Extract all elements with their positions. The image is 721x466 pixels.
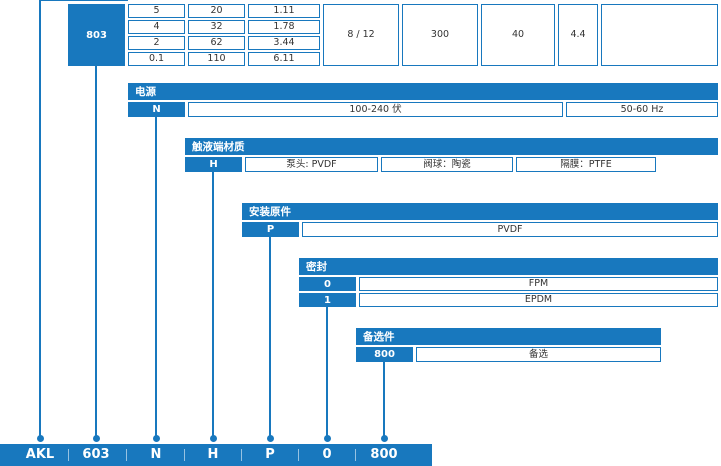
power-frequency: 50-60 Hz <box>566 102 718 117</box>
table-cell-merged: 40 <box>481 4 555 66</box>
section-header-wetted: 触液端材质 <box>185 138 718 155</box>
connector-dot <box>153 435 160 442</box>
connector-line-h <box>212 172 214 437</box>
connector-line-akl <box>39 0 41 437</box>
table-cell: 1.11 <box>248 4 320 18</box>
wetted-valve-ball: 阀球：陶瓷 <box>381 157 513 172</box>
table-cell: 6.11 <box>248 52 320 66</box>
connector-dot <box>267 435 274 442</box>
connector-dot <box>37 435 44 442</box>
identity-bar-divider <box>126 449 127 461</box>
identity-item-akl: AKL <box>25 447 55 462</box>
section-header-seal: 密封 <box>299 258 718 275</box>
connector-line-p <box>269 237 271 437</box>
mounting-code: P <box>242 222 299 237</box>
connector-line-800 <box>383 362 385 437</box>
section-header-accessories: 备选件 <box>356 328 661 345</box>
identity-item-p: P <box>265 447 275 462</box>
section-header-power: 电源 <box>128 83 718 100</box>
table-cell: 4 <box>128 20 185 34</box>
connector-dot <box>324 435 331 442</box>
identity-bar-divider <box>355 449 356 461</box>
seal-code-0: 0 <box>299 277 356 291</box>
table-cell: 20 <box>188 4 245 18</box>
table-cell: 0.1 <box>128 52 185 66</box>
seal-value-epdm: EPDM <box>359 293 718 307</box>
identity-bar-divider <box>241 449 242 461</box>
identity-item-603: 603 <box>82 447 110 462</box>
identity-bar-divider <box>298 449 299 461</box>
table-cell: 32 <box>188 20 245 34</box>
wetted-diaphragm: 隔膜：PTFE <box>516 157 656 172</box>
wetted-code: H <box>185 157 242 172</box>
accessories-value: 备选 <box>416 347 661 362</box>
table-cell: 3.44 <box>248 36 320 50</box>
identity-item-0: 0 <box>322 447 332 462</box>
wetted-pump-head: 泵头: PVDF <box>245 157 378 172</box>
connector-dot <box>210 435 217 442</box>
connector-line-603 <box>95 66 97 437</box>
mounting-material: PVDF <box>302 222 718 237</box>
table-cell: 5 <box>128 4 185 18</box>
identity-item-h: H <box>207 447 219 462</box>
power-voltage: 100-240 伏 <box>188 102 563 117</box>
pump-type-code: 803 <box>68 4 125 66</box>
section-header-mounting: 安装原件 <box>242 203 718 220</box>
table-cell-merged: 300 <box>402 4 478 66</box>
power-code: N <box>128 102 185 117</box>
accessories-code: 800 <box>356 347 413 362</box>
connector-line-0 <box>326 307 328 437</box>
seal-code-1: 1 <box>299 293 356 307</box>
table-cell: 110 <box>188 52 245 66</box>
table-cell: 2 <box>128 36 185 50</box>
connector-dot <box>93 435 100 442</box>
table-cell-merged: 8 / 12 <box>323 4 399 66</box>
connector-line-n <box>155 117 157 437</box>
identity-bar-divider <box>184 449 185 461</box>
seal-value-fpm: FPM <box>359 277 718 291</box>
table-cell-merged-empty <box>601 4 718 66</box>
identity-item-n: N <box>150 447 162 462</box>
identity-item-800: 800 <box>370 447 398 462</box>
identity-bar-divider <box>68 449 69 461</box>
table-cell-merged: 4.4 <box>558 4 598 66</box>
top-border-remnant <box>40 0 128 1</box>
connector-dot <box>381 435 388 442</box>
identity-code-bar: AKL 603 N H P 0 800 <box>0 444 432 466</box>
table-cell: 62 <box>188 36 245 50</box>
table-cell: 1.78 <box>248 20 320 34</box>
